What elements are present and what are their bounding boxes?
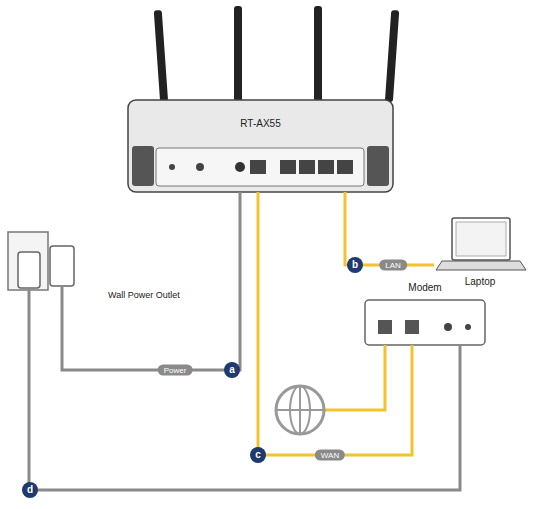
cable	[345, 192, 434, 265]
node-label: RT-AX55	[128, 118, 393, 129]
cable-label: Power	[158, 365, 193, 376]
cable	[258, 192, 412, 455]
node-label: Modem	[365, 282, 485, 293]
router-box: RT-AX55	[128, 100, 393, 192]
cable-label: WAN	[315, 450, 345, 461]
callout-number: a	[224, 362, 240, 378]
callout-number: d	[22, 482, 38, 498]
node-label: Laptop	[434, 276, 526, 287]
modem-box: Modem	[365, 300, 485, 345]
outlet-box: Wall Power Outlet	[5, 230, 80, 300]
laptop-box: Laptop	[434, 215, 526, 295]
cable	[62, 192, 240, 370]
cable	[29, 300, 460, 490]
cable-label: LAN	[379, 260, 407, 271]
callout-number: c	[250, 447, 266, 463]
node-label: Wall Power Outlet	[108, 290, 180, 300]
callout-number: b	[347, 257, 363, 273]
